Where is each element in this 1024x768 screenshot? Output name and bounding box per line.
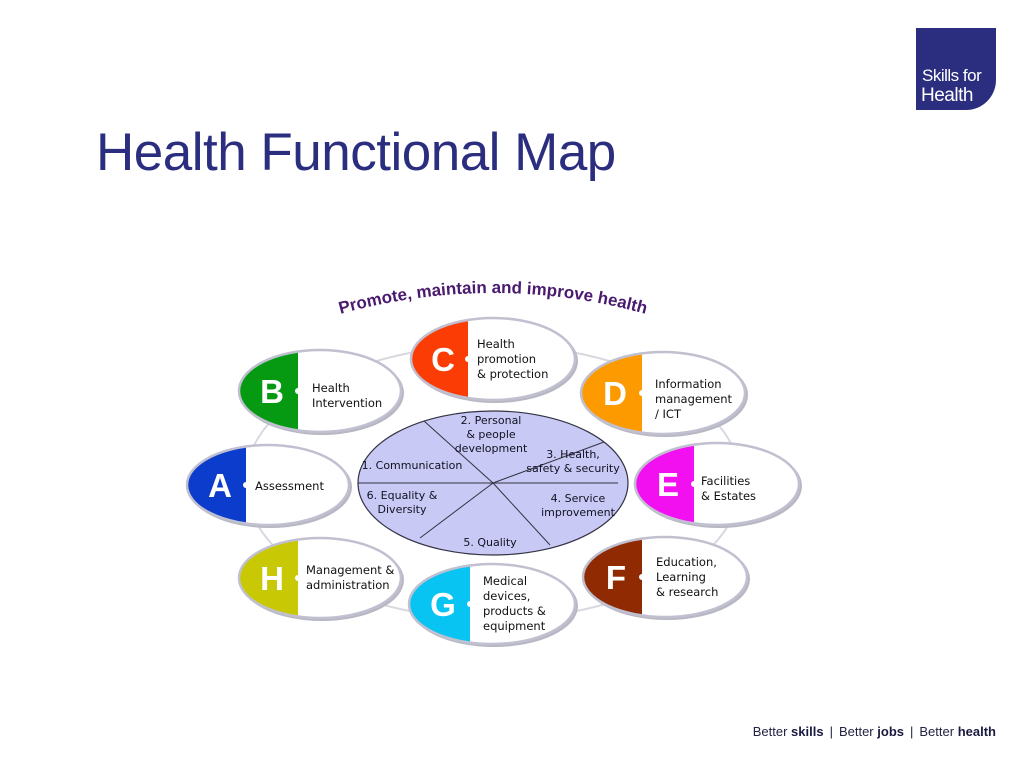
node-h: H Management &administration	[237, 536, 404, 621]
node-f: F Education,Learning& research	[581, 535, 750, 620]
node-a: A Assessment	[185, 443, 352, 528]
node-connector-dot	[691, 481, 697, 487]
core-function-3-label: 3. Health,safety & security	[526, 448, 620, 475]
footer-separator-1: |	[829, 724, 833, 739]
node-color-panel	[238, 350, 298, 432]
node-border	[407, 562, 577, 646]
node-connector-dot	[243, 482, 249, 488]
node-label: Management &administration	[306, 563, 394, 592]
node-e: E Facilities& Estates	[633, 441, 802, 528]
logo-line-1: Skills for	[922, 66, 982, 85]
core-function-6-label: 6. Equality &Diversity	[367, 489, 438, 516]
footer-better-2: Better	[838, 724, 874, 739]
node-color-panel	[410, 318, 468, 400]
node-connector-dot	[467, 601, 473, 607]
footer-better-1: Better	[752, 724, 788, 739]
node-color-panel	[582, 537, 642, 617]
footer-health: health	[957, 724, 996, 739]
core-function-1-label: 1. Communication	[362, 459, 463, 472]
node-connector-dot	[295, 388, 301, 394]
node-connector-dot	[465, 356, 471, 362]
footer-tagline: Better skills | Better jobs | Better health	[753, 724, 996, 739]
node-label: Assessment	[255, 479, 324, 493]
node-border	[581, 535, 749, 619]
node-color-panel	[186, 445, 246, 525]
footer-jobs: jobs	[877, 724, 904, 739]
node-letter: D	[603, 375, 627, 412]
node-border	[633, 441, 801, 527]
node-border	[237, 536, 403, 620]
node-letter: B	[260, 373, 284, 410]
node-label: Facilities& Estates	[701, 474, 756, 503]
segment-divider	[423, 420, 494, 484]
node-color-panel	[238, 538, 298, 618]
node-color-panel	[634, 443, 694, 525]
node-letter: A	[208, 467, 232, 504]
node-letter: F	[606, 559, 626, 596]
banner-text: Promote, maintain and improve health	[336, 278, 649, 318]
footer-better-3: Better	[919, 724, 955, 739]
logo-line-2: Health	[921, 85, 973, 106]
footer-skills: skills	[791, 724, 824, 739]
node-letter: H	[260, 560, 284, 597]
node-connector-dot	[295, 575, 301, 581]
node-connector-dot	[639, 574, 645, 580]
page-title: Health Functional Map	[96, 123, 616, 182]
node-letter: C	[431, 341, 455, 378]
skills-for-health-logo: Skills for Health	[916, 28, 996, 110]
node-color-panel	[408, 564, 470, 644]
segment-divider	[419, 482, 494, 539]
node-label: Education,Learning& research	[656, 555, 718, 599]
node-border	[185, 443, 351, 527]
node-color-panel	[580, 352, 642, 434]
node-border	[409, 316, 577, 402]
node-border	[579, 350, 747, 436]
node-letter: E	[657, 466, 679, 503]
core-function-5-label: 5. Quality	[463, 536, 517, 549]
node-connector-dot	[639, 390, 645, 396]
node-letter: G	[430, 586, 456, 623]
segment-divider	[492, 441, 605, 484]
segment-divider	[492, 482, 551, 546]
footer-separator-2: |	[910, 724, 914, 739]
node-border	[237, 348, 403, 434]
